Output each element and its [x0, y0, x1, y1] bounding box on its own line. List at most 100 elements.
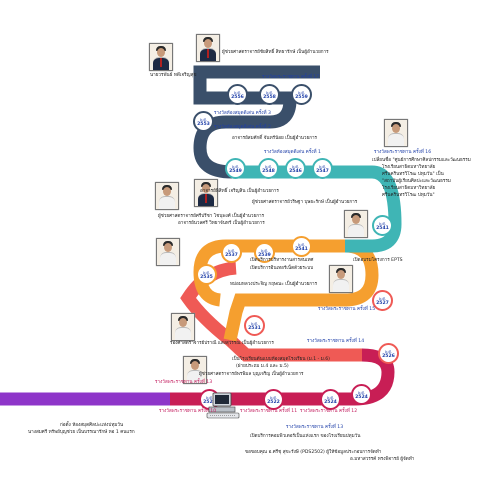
- year-node: พ.ศ.2558: [259, 84, 280, 105]
- year-era: พ.ศ.: [378, 295, 387, 301]
- portrait-photo: [344, 210, 368, 238]
- year-era: พ.ศ.: [250, 320, 259, 326]
- portrait-photo: [329, 265, 353, 293]
- year-value: 2541: [295, 246, 308, 252]
- year-era: พ.ศ.: [265, 89, 274, 95]
- award-label: รางวัลพระราชทาน ครั้งที่ 14: [307, 339, 365, 344]
- year-node: พ.ศ.2522: [263, 389, 284, 410]
- award-label: รางวัลพระราชทาน ครั้งที่ 11: [240, 409, 298, 414]
- event-label: เป็นโรงเรียนต้นแบบห้องสมุดโรงเรียน (ม.1 …: [232, 357, 330, 362]
- year-era: พ.ศ.: [357, 389, 366, 395]
- year-era: พ.ศ.: [264, 163, 273, 169]
- founding-label: นางสมศรี ทรัพย์บุญช่วย เป็นบรรณารักษ์ หอ…: [28, 430, 135, 435]
- award-label: รางวัลห้องสมุดดีเด่น ครั้งที่ 3: [214, 111, 271, 116]
- year-node: พ.ศ.2539: [254, 242, 275, 263]
- year-value: 2524: [355, 394, 368, 400]
- director-label: รองศาสตราจารย์ปราณี แสงสุวรรณ เป็นผู้อำน…: [170, 341, 274, 346]
- year-value: 2535: [200, 274, 213, 280]
- year-era: พ.ศ.: [318, 163, 327, 169]
- year-node: พ.ศ.2531: [244, 315, 265, 336]
- year-value: 2527: [376, 300, 389, 306]
- award-label: รางวัลห้องสมุดดีเด่น ครั้งที่ 2: [214, 125, 271, 130]
- year-value: 2522: [267, 399, 280, 405]
- year-era: พ.ศ.: [260, 247, 269, 253]
- year-node: พ.ศ.2547: [312, 158, 333, 179]
- year-era: พ.ศ.: [378, 220, 387, 226]
- award-label: รางวัลพระราชทาน ครั้งที่ 10: [159, 409, 217, 414]
- year-era: พ.ศ.: [205, 394, 214, 400]
- director-label: นายวรพันธ์ ทดีเจริญสุข: [150, 73, 197, 78]
- year-era: พ.ศ.: [233, 89, 242, 95]
- rename-label: "สถาบันผู้เรียนศิลปะและวัฒนธรรม: [382, 179, 451, 184]
- year-value: 2558: [263, 94, 276, 100]
- year-node: พ.ศ.2535: [196, 264, 217, 285]
- year-node: พ.ศ.2548: [258, 158, 279, 179]
- rename-label: ศรีนครินทรวิโรฒ ปทุมวัน": [382, 193, 435, 198]
- service-label: เปิดบริการอินเทอร์เน็ตด้วยระบบ: [250, 266, 314, 271]
- founding-label: ก่อตั้ง ห้องสมุดศิลปะแห่งปทุมวัน: [60, 423, 124, 428]
- year-value: 2539: [258, 252, 271, 258]
- year-value: 2521: [203, 399, 216, 405]
- year-era: พ.ศ.: [199, 116, 208, 122]
- year-value: 2549: [229, 168, 242, 174]
- year-era: พ.ศ.: [297, 241, 306, 247]
- year-value: 2526: [382, 353, 395, 359]
- director-label: อาจารย์สมศักดิ์ จันทร์น้อย เป็นผู้อำนวยก…: [232, 136, 318, 141]
- track-segment-teal: [232, 165, 402, 253]
- year-node: พ.ศ.2559: [291, 84, 312, 105]
- service-label: เปิดบริการบริหารงานสารสนเทศ: [250, 258, 314, 263]
- year-era: พ.ศ.: [227, 247, 236, 253]
- portrait-photo: [171, 313, 195, 341]
- year-value: 2546: [289, 168, 302, 174]
- rename-label: โรงเรียนสาธิตมหาวิทยาลัย: [382, 165, 436, 170]
- director-label: ผู้ช่วยศาสตราจารย์วริษฐา บุษยะรักษ์ เป็น…: [252, 200, 358, 205]
- year-node: พ.ศ.2546: [285, 158, 306, 179]
- event-label: (ฝ่ายประถม ม.4 และ ม.5): [236, 364, 289, 369]
- rename-label: โรงเรียนสาธิตมหาวิทยาลัย: [382, 186, 436, 191]
- director-label: หม่อมหลวงประจิญ กฤษณะ เป็นผู้อำนวยการ: [230, 282, 318, 287]
- credit-label: ขอขอบคุณ อ.ศรีชุ สุขะรังษี (PDS2502) ผู้…: [245, 450, 382, 455]
- portrait-photo: [155, 182, 179, 210]
- year-value: 2547: [316, 168, 329, 174]
- year-node: พ.ศ.2556: [227, 84, 248, 105]
- portrait-photo: [183, 356, 207, 384]
- year-era: พ.ศ.: [231, 163, 240, 169]
- year-node: พ.ศ.2526: [378, 343, 399, 364]
- portrait-photo: [149, 43, 173, 71]
- year-node: พ.ศ.2524: [351, 384, 372, 405]
- year-value: 2531: [248, 325, 261, 331]
- computer-icon: [206, 392, 240, 419]
- year-value: 2524: [324, 399, 337, 405]
- year-value: 2559: [295, 94, 308, 100]
- rename-label: เปลี่ยนชื่อ "ศูนย์การศึกษาศิลปกรรมและวัฒ…: [372, 158, 471, 163]
- event-label: เปิดบริการคอมพิวเตอร์เป็นแห่งแรก ของโรงเ…: [250, 434, 361, 439]
- director-label: อาจารย์พิสิทธิ์ เจริญสิน เป็นผู้อำนวยการ: [200, 189, 279, 194]
- year-node: พ.ศ.2524: [320, 389, 341, 410]
- year-era: พ.ศ.: [202, 269, 211, 275]
- year-node: พ.ศ.2537: [221, 242, 242, 263]
- credit-label: อ.มหาสวรรค์ ทรงพิจารย์ ผู้จัดทำ: [350, 457, 415, 462]
- year-era: พ.ศ.: [384, 348, 393, 354]
- portrait-photo: [384, 119, 408, 147]
- award-label: รางวัลห้องสมุดดีเด่น ครั้งที่ 1: [264, 150, 321, 155]
- award-label: รางวัลพระราชทาน ครั้งที่ 12: [300, 409, 358, 414]
- event-label: เปิดอบรมโครงการ EPTS: [353, 258, 403, 263]
- director-label: อาจารย์นวลศรี วิทยาจันทร์ เป็นผู้อำนวยกา…: [178, 221, 265, 226]
- portrait-photo: [194, 179, 218, 207]
- year-era: พ.ศ.: [326, 394, 335, 400]
- year-value: 2556: [231, 94, 244, 100]
- director-label: ผู้ช่วยศาสตราจารย์ชัยสิทธิ์ สิทธารักษ์ เ…: [222, 50, 329, 55]
- award-label: รางวัลพระราชทาน ครั้งที่ 13: [155, 380, 213, 385]
- year-era: พ.ศ.: [291, 163, 300, 169]
- year-node: พ.ศ.2553: [193, 111, 214, 132]
- director-label: ผู้ช่วยศาสตราจารย์พรพิมล บุญเจริญ เป็นผู…: [199, 372, 304, 377]
- year-value: 2537: [225, 252, 238, 258]
- year-value: 2541: [376, 225, 389, 231]
- award-label: รางวัลพระราชทาน ครั้งที่ 16: [374, 150, 432, 155]
- portrait-photo: [196, 34, 220, 62]
- award-label: รางวัลพระราชทาน ครั้งที่ 15: [318, 307, 376, 312]
- award-label: รางวัลพระราชทาน ครั้งที่ 13: [286, 425, 344, 430]
- portrait-photo: [156, 238, 180, 266]
- year-node: พ.ศ.2541: [291, 236, 312, 257]
